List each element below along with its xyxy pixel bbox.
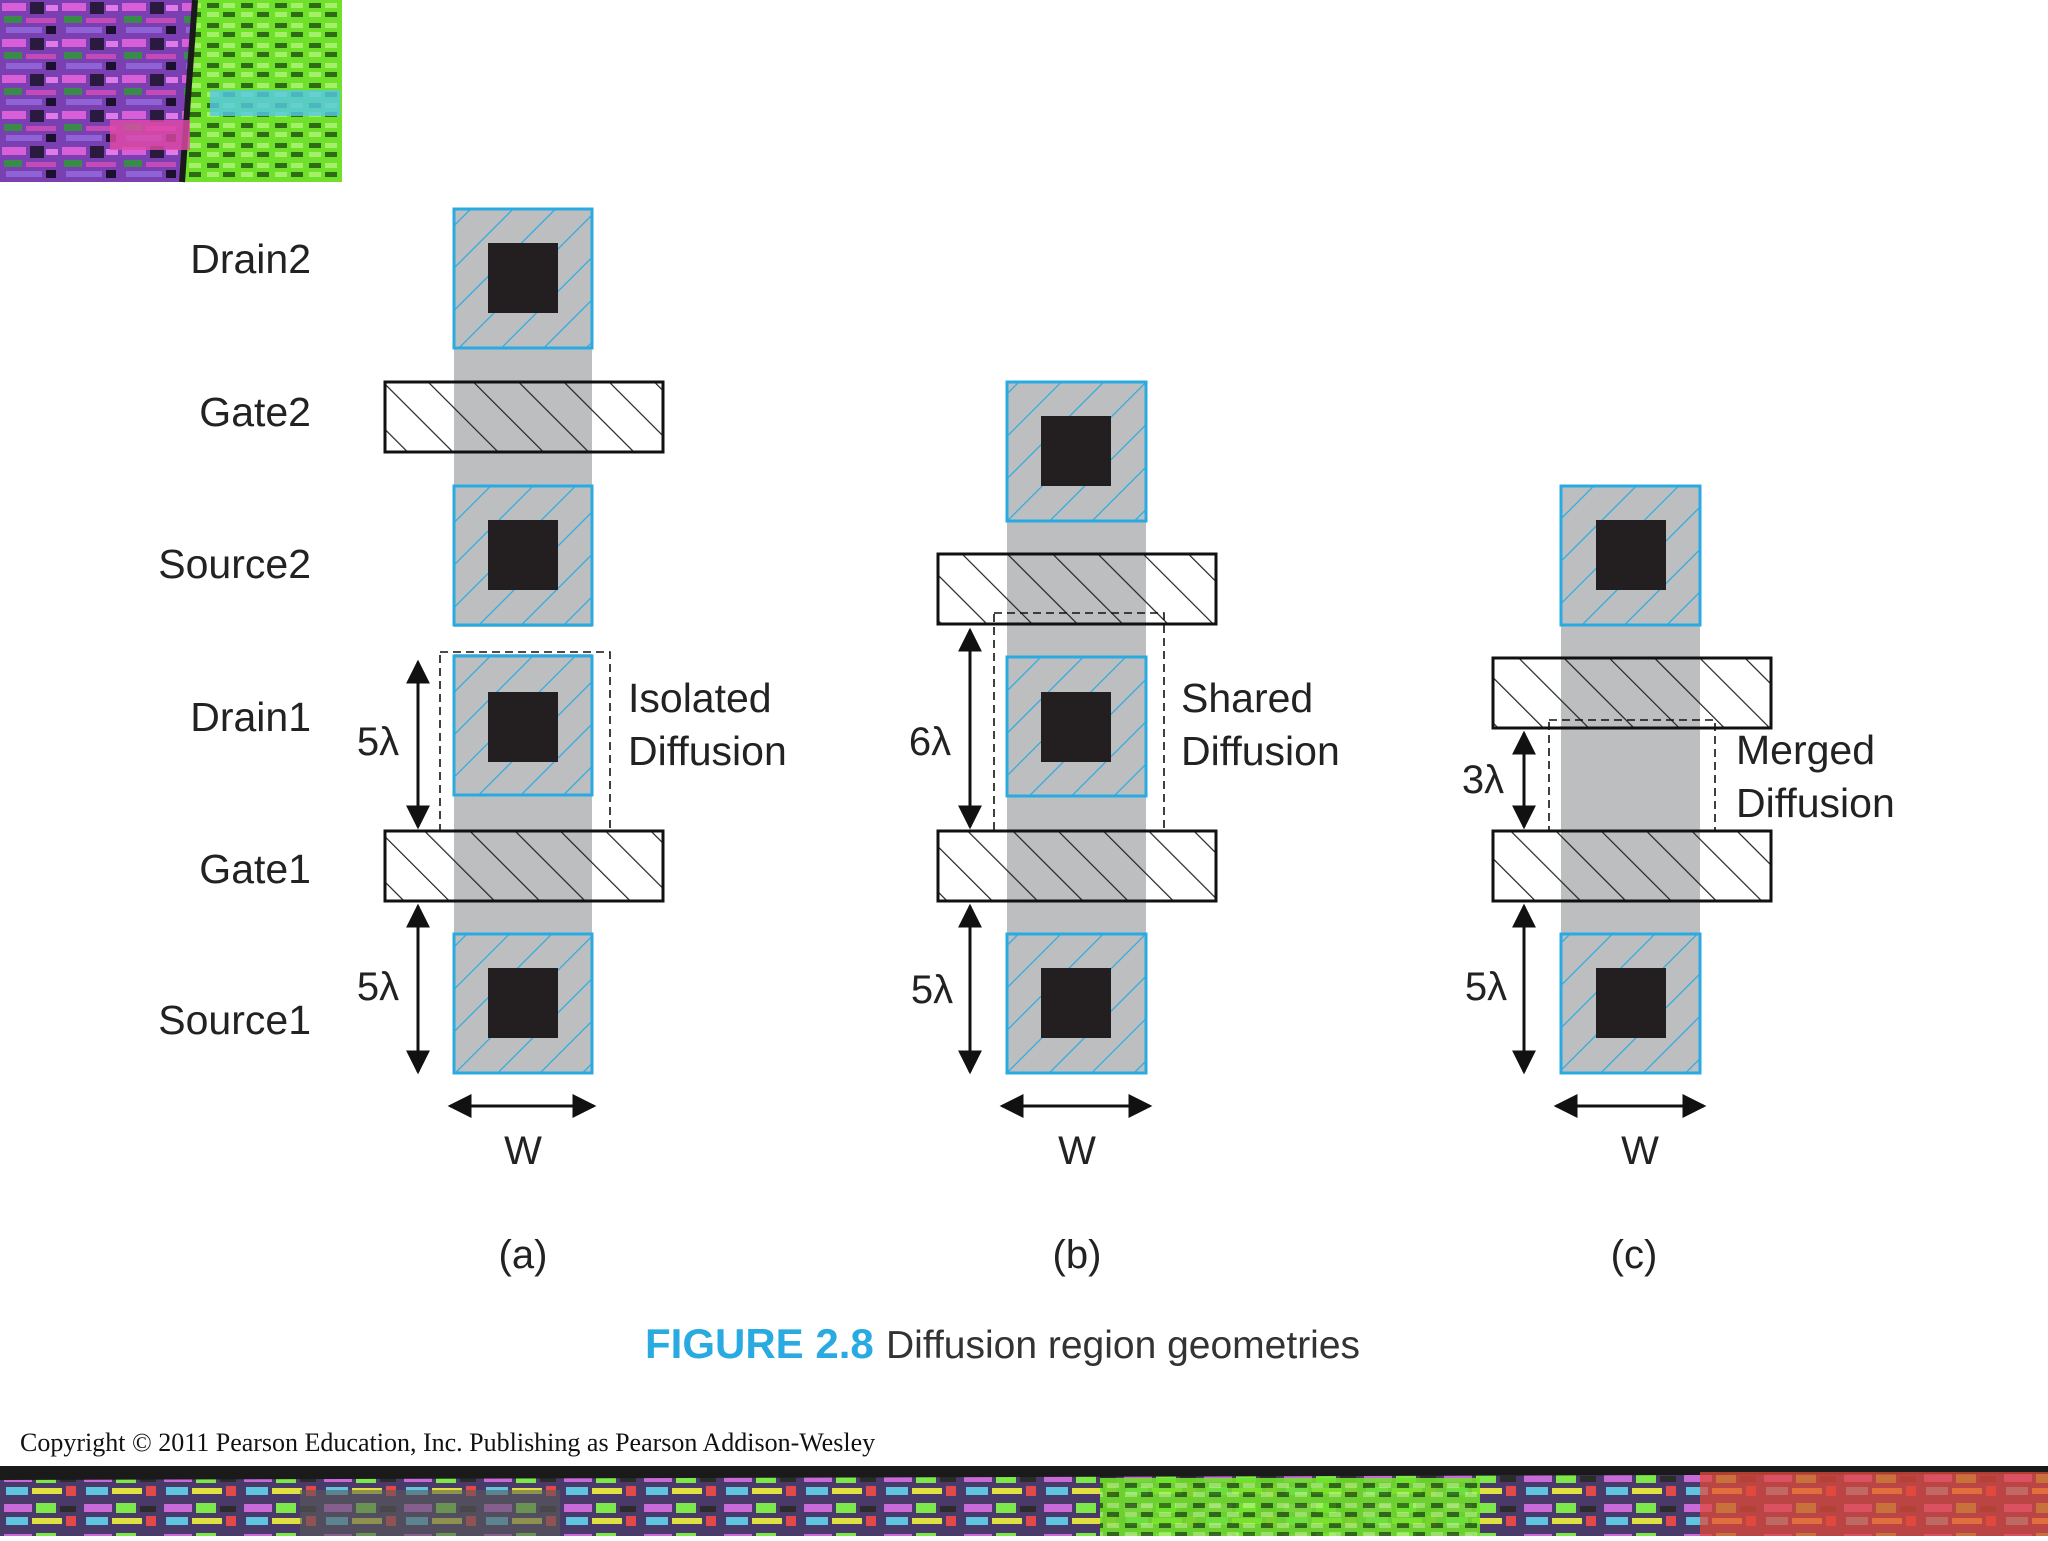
contact-source2 [452, 484, 594, 627]
figure-title: Diffusion region geometries [886, 1324, 1360, 1367]
annotation-line1: Shared [1181, 675, 1313, 721]
width-label: W [1621, 1129, 1659, 1173]
contact-source1 [1005, 932, 1148, 1075]
width-label: W [504, 1129, 542, 1173]
annotation-line1: Merged [1736, 727, 1875, 773]
annotation-line2: Diffusion [1181, 728, 1340, 774]
panel-caption: (c) [1611, 1233, 1658, 1277]
panel-b: 6λ 5λ W Shared Diffusion (b) [909, 380, 1340, 1277]
merged-diffusion-outline [1548, 719, 1716, 833]
gate1-poly [383, 829, 665, 903]
contact-shared [1005, 655, 1148, 798]
label-drain2: Drain2 [190, 236, 311, 282]
die-photo-corner [0, 0, 342, 183]
panel-a: 5λ 5λ W Isolated Diffusion (a) [357, 207, 787, 1277]
dim-label-bottom: 5λ [1465, 965, 1507, 1009]
contact-drain1 [452, 654, 594, 797]
panel-caption: (a) [499, 1233, 548, 1277]
die-photo-bottom-band [0, 1466, 2048, 1536]
contact-drain2 [452, 207, 594, 350]
contact-drain2 [1559, 484, 1702, 627]
label-source1: Source1 [158, 997, 311, 1043]
dim-label-top: 6λ [909, 720, 951, 764]
label-gate1: Gate1 [199, 846, 311, 892]
figure-number: FIGURE 2.8 [645, 1320, 874, 1367]
label-gate2: Gate2 [199, 389, 311, 435]
annotation-line2: Diffusion [1736, 780, 1895, 826]
contact-source1 [1559, 932, 1702, 1075]
annotation-line1: Isolated [628, 675, 772, 721]
width-label: W [1058, 1129, 1096, 1173]
panel-c: 3λ 5λ W Merged Diffusion (c) [1462, 484, 1895, 1277]
dim-label-bottom: 5λ [911, 968, 953, 1012]
dim-label-bottom: 5λ [357, 965, 399, 1009]
dim-label-top: 3λ [1462, 758, 1504, 802]
copyright-notice: Copyright © 2011 Pearson Education, Inc.… [20, 1428, 876, 1457]
gate2-poly [383, 380, 665, 454]
panel-caption: (b) [1053, 1233, 1102, 1277]
annotation-line2: Diffusion [628, 728, 787, 774]
diffusion-gap [454, 627, 592, 654]
gate2-poly [1491, 656, 1773, 730]
gate1-poly [1491, 829, 1773, 903]
gate1-poly [936, 829, 1218, 903]
contact-drain2 [1005, 380, 1148, 523]
label-drain1: Drain1 [190, 694, 311, 740]
dim-label-top: 5λ [357, 720, 399, 764]
label-source2: Source2 [158, 541, 311, 587]
contact-source1 [452, 932, 594, 1075]
